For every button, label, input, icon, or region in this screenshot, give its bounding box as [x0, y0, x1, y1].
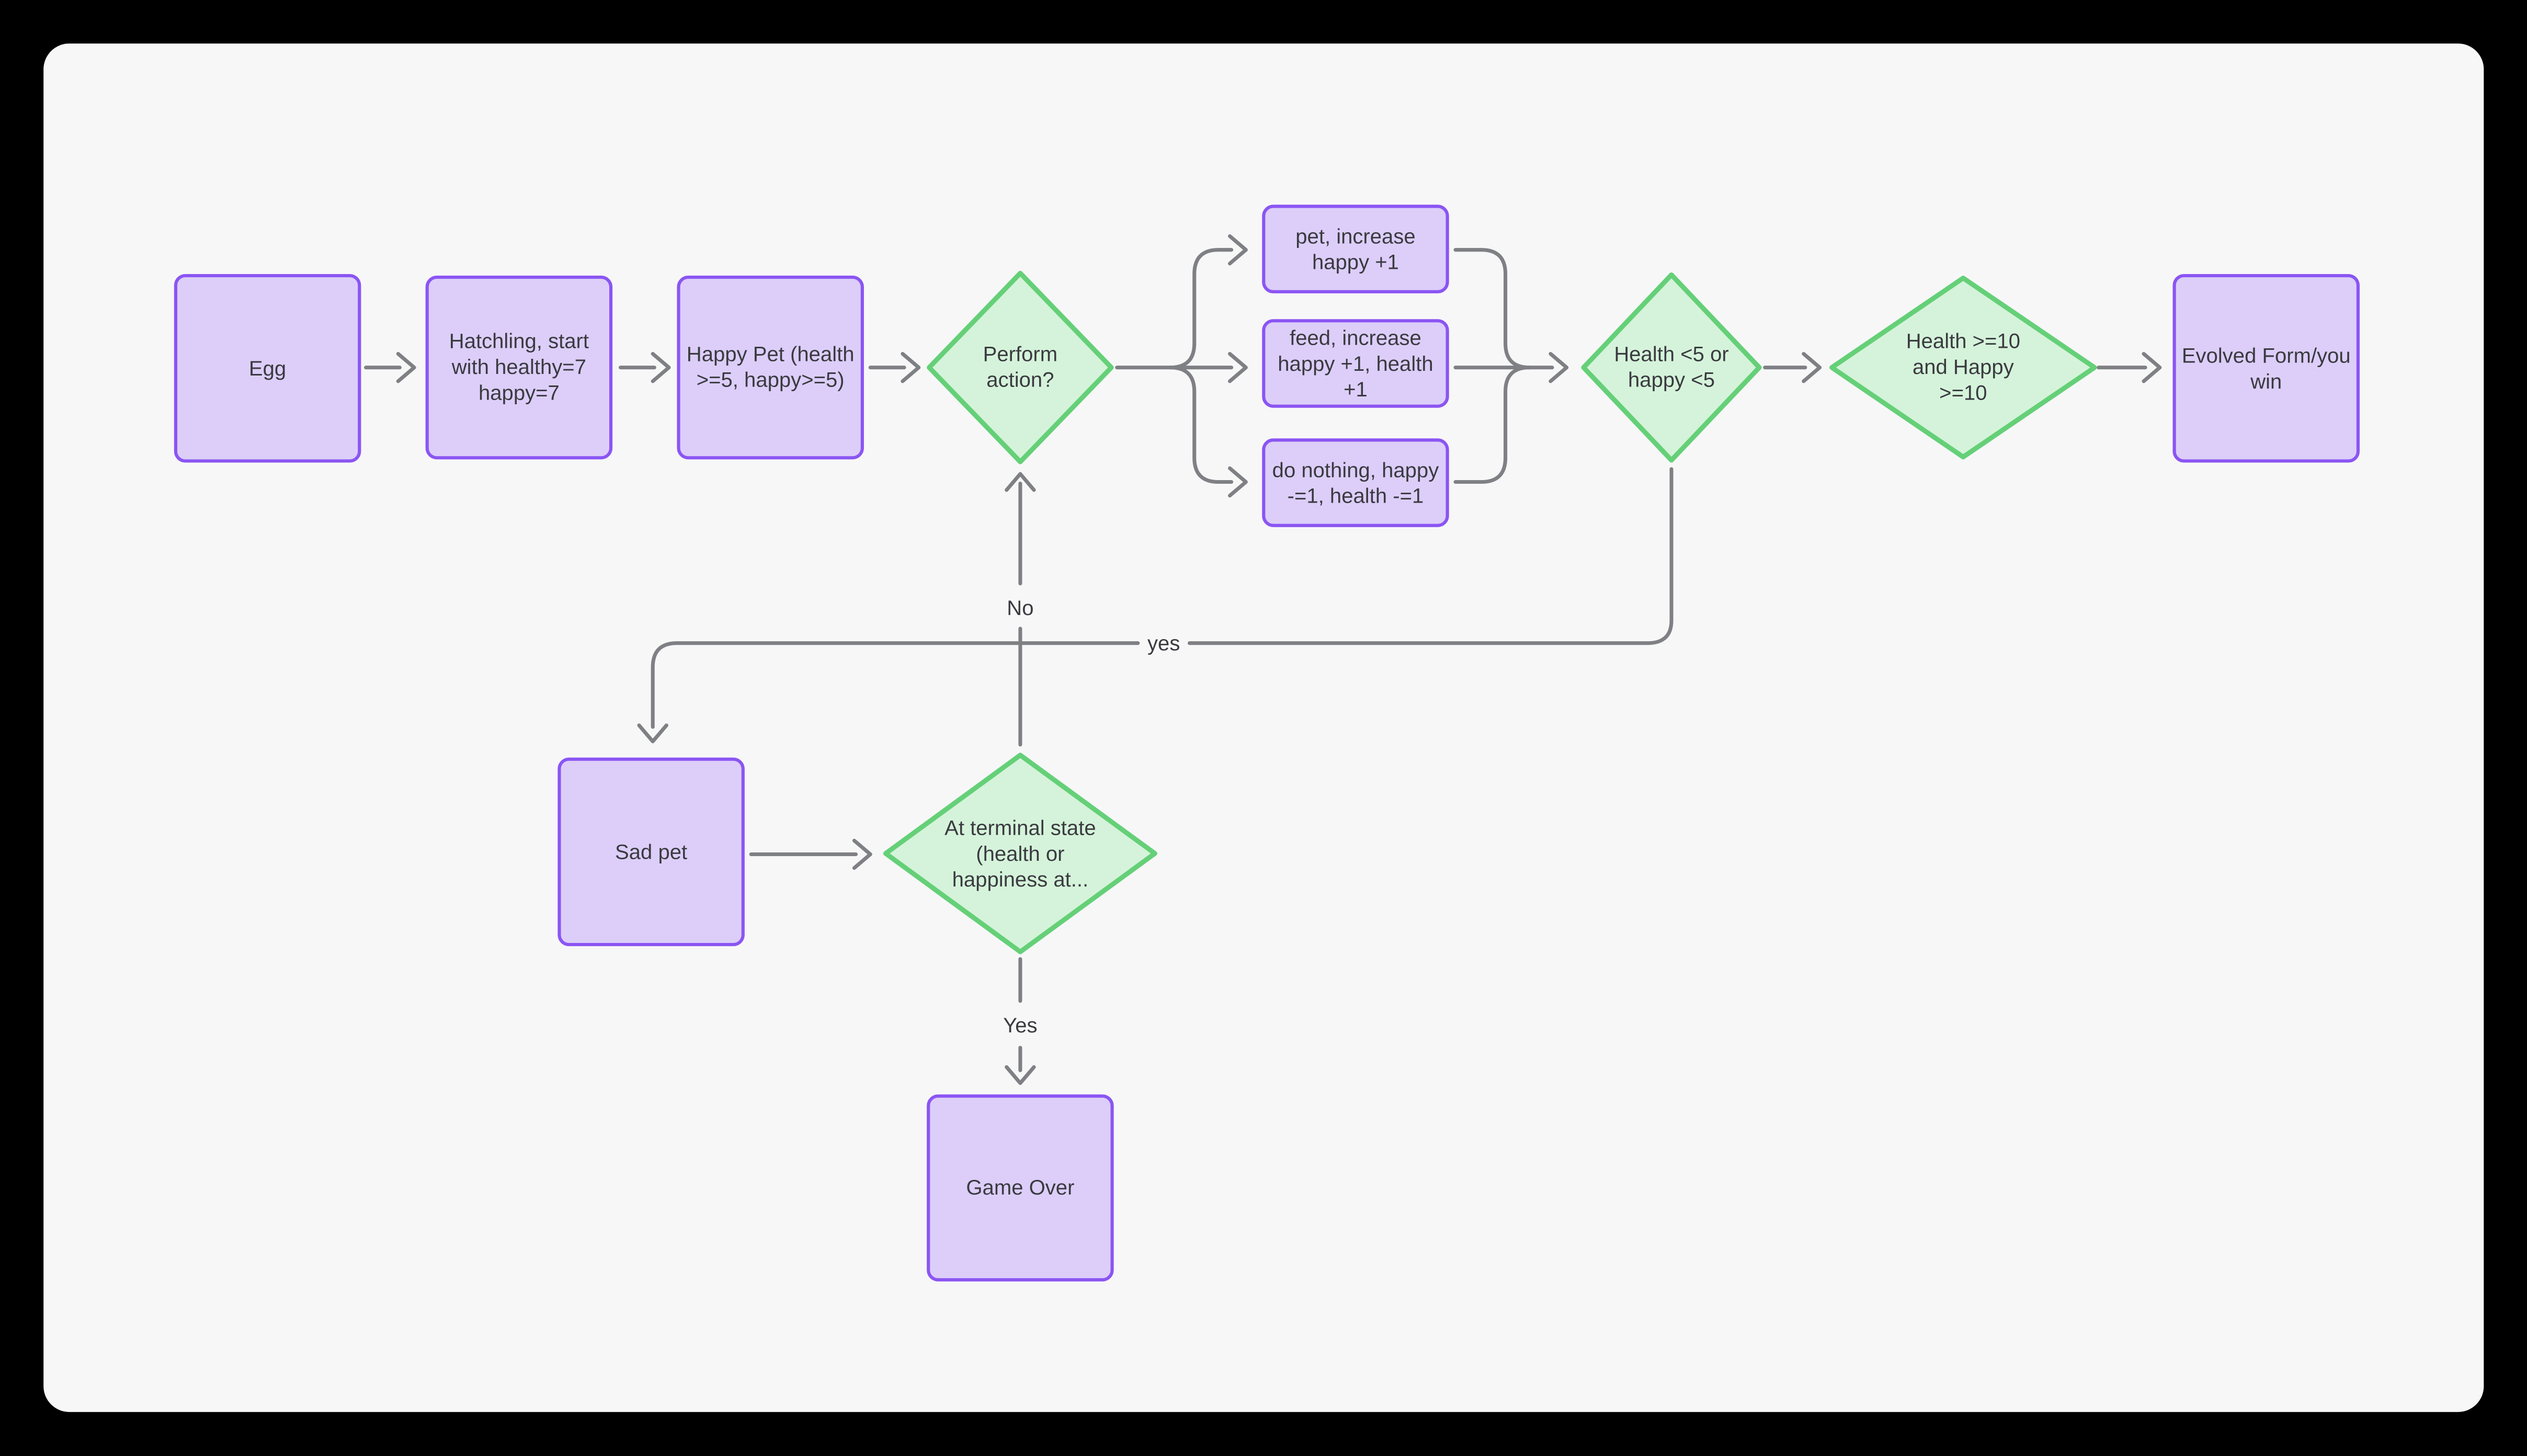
- diamond-shape: [1829, 276, 2097, 460]
- node-sad-pet[interactable]: Sad pet: [557, 757, 745, 947]
- node-game-over[interactable]: Game Over: [927, 1094, 1114, 1282]
- edge-sad-pet-terminal-state: [749, 838, 872, 870]
- edge-terminal-state-yes-game-over: [1005, 957, 1036, 1085]
- node-game-over-label: Game Over: [966, 1175, 1075, 1200]
- node-happy-pet[interactable]: Happy Pet (health >=5, happy>=5): [677, 276, 864, 460]
- node-hatchling[interactable]: Hatchling, start with healthy=7 happy=7: [425, 276, 613, 460]
- node-health-high[interactable]: Health >=10 and Happy >=10: [1829, 276, 2097, 460]
- node-do-nothing-action-label: do nothing, happy -=1, health -=1: [1272, 457, 1439, 507]
- edge-label-yes: yes: [1147, 631, 1180, 655]
- edge-hatchling-happy-pet: [619, 351, 671, 383]
- node-evolved-form-label: Evolved Form/you win: [2181, 342, 2351, 393]
- node-hatchling-label: Hatchling, start with healthy=7 happy=7: [449, 328, 589, 405]
- node-health-high-label: Health >=10 and Happy >=10: [1906, 328, 2021, 405]
- edge-actions-merge-health-low: [1453, 248, 1569, 484]
- edge-health-low-yes-sad-pet: [637, 467, 1674, 744]
- node-health-low-label: Health <5 or happy <5: [1614, 342, 1729, 392]
- node-terminal-state[interactable]: At terminal state (health or happiness a…: [883, 753, 1157, 954]
- node-feed-action[interactable]: feed, increase happy +1, health +1: [1262, 319, 1449, 408]
- edge-egg-hatchling: [364, 351, 416, 383]
- node-feed-action-label: feed, increase happy +1, health +1: [1278, 325, 1433, 401]
- node-perform-action[interactable]: Perform action?: [927, 270, 1114, 464]
- node-sad-pet-label: Sad pet: [615, 839, 688, 863]
- node-egg[interactable]: Egg: [174, 274, 361, 463]
- node-pet-action-label: pet, increase happy +1: [1295, 223, 1416, 274]
- edge-label-yes-terminal: Yes: [1003, 1013, 1038, 1038]
- edge-label-no: No: [1007, 595, 1034, 620]
- node-do-nothing-action[interactable]: do nothing, happy -=1, health -=1: [1262, 438, 1449, 527]
- node-evolved-form[interactable]: Evolved Form/you win: [2172, 274, 2360, 463]
- node-happy-pet-label: Happy Pet (health >=5, happy>=5): [686, 342, 855, 392]
- edge-terminal-state-no-perform-action: [1005, 472, 1036, 747]
- diamond-shape: [927, 270, 1114, 464]
- edge-health-high-evolved-form: [2097, 351, 2162, 383]
- node-terminal-state-label: At terminal state (health or happiness a…: [944, 814, 1096, 891]
- edge-perform-action-branches: [1115, 234, 1248, 498]
- diamond-shape: [883, 753, 1157, 954]
- node-egg-label: Egg: [248, 355, 287, 380]
- node-perform-action-label: Perform action?: [983, 342, 1058, 392]
- edge-happy-pet-perform-action: [868, 351, 921, 383]
- node-pet-action[interactable]: pet, increase happy +1: [1262, 204, 1449, 293]
- node-health-low[interactable]: Health <5 or happy <5: [1581, 272, 1762, 463]
- diamond-shape: [1581, 272, 1762, 463]
- edge-health-low-health-high: [1763, 351, 1822, 383]
